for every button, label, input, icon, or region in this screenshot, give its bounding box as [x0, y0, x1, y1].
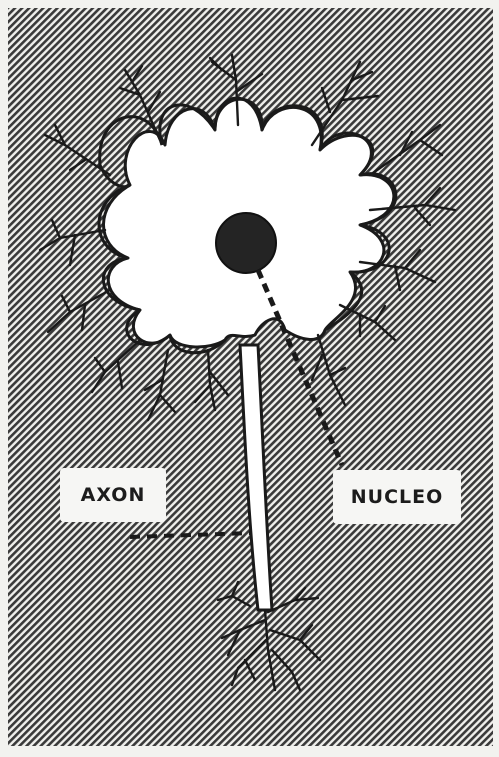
nucleus	[216, 213, 276, 273]
nucleus-label-text: NUCLEO	[351, 486, 444, 508]
axon-label: AXON	[60, 468, 166, 522]
nucleus-label: NUCLEO	[333, 470, 461, 524]
axon-label-text: AXON	[81, 484, 146, 506]
